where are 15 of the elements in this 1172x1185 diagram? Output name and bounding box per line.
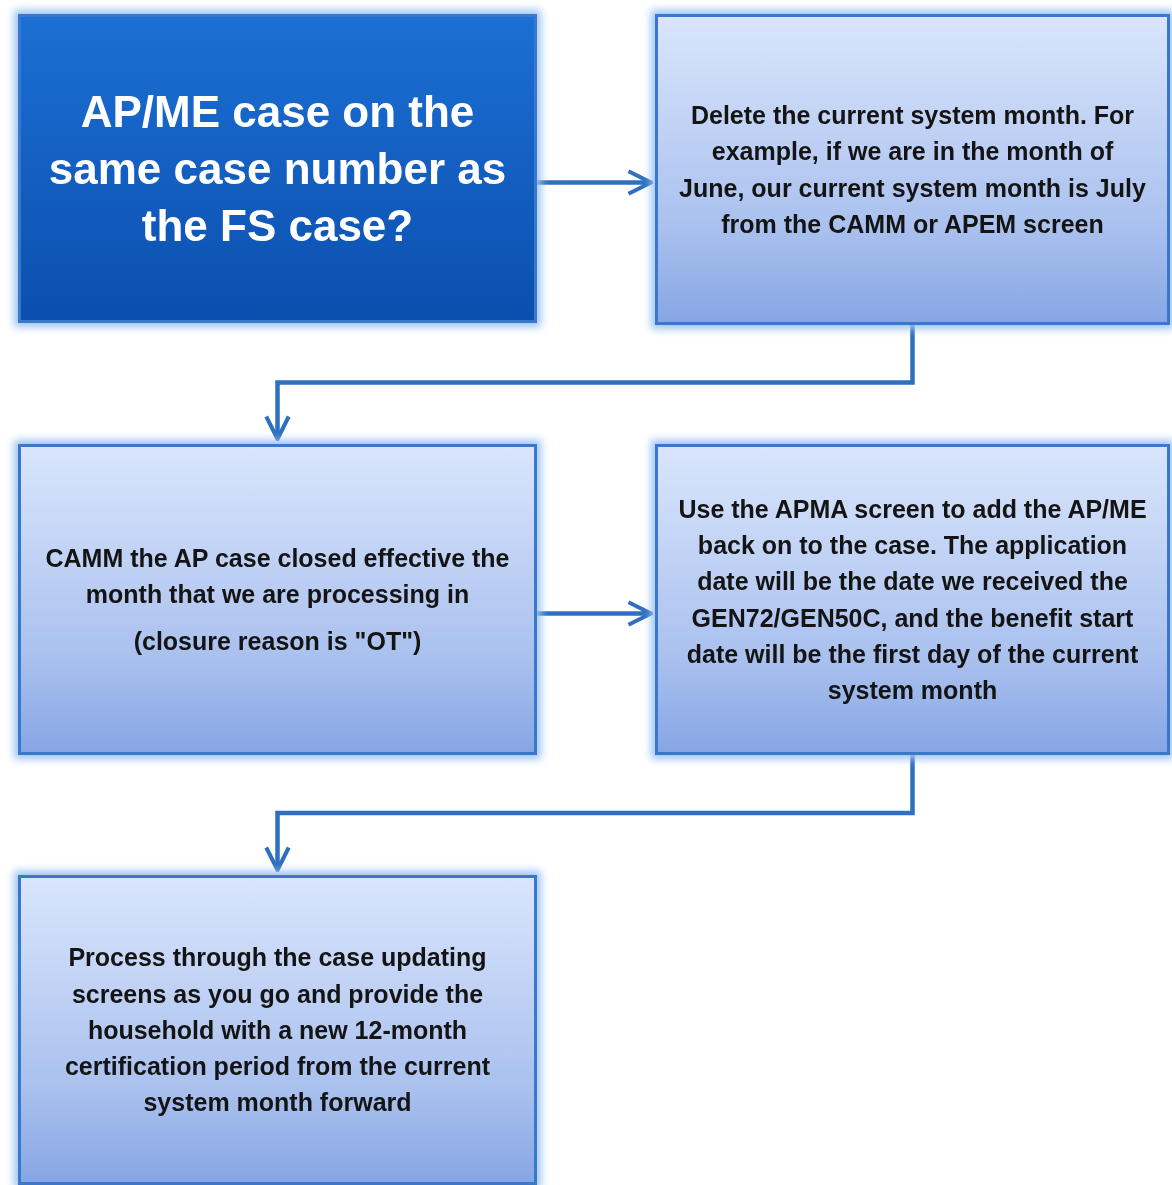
step-text: CAMM the AP case closed effective the month that we are processing in (44, 543, 511, 611)
arrow (264, 755, 915, 873)
process-box (18, 444, 537, 755)
step-text: Delete the current system month. For example, if we are in the month of June, our current system month is July from the CAMM or APEM screen (678, 100, 1147, 240)
step-text: Use the APMA screen to add the AP/ME back on to the case. The application date will be the date we received the GEN72/GEN50C, and the benefit start date will be the first day of the current system month (677, 493, 1148, 706)
step-text: AP/ME case on the same case number as the FS case? (47, 85, 508, 253)
arrow (264, 325, 915, 442)
arrow (537, 600, 654, 627)
question-box (18, 14, 537, 323)
process-box (655, 444, 1170, 755)
process-box (655, 14, 1170, 325)
process-box (18, 875, 537, 1185)
arrow (537, 169, 654, 196)
step-text: (closure reason is "OT") (133, 625, 422, 657)
step-text: Process through the case updating screens as you go and provide the household with a new 12-month certification period from the current system month forward (63, 942, 492, 1119)
